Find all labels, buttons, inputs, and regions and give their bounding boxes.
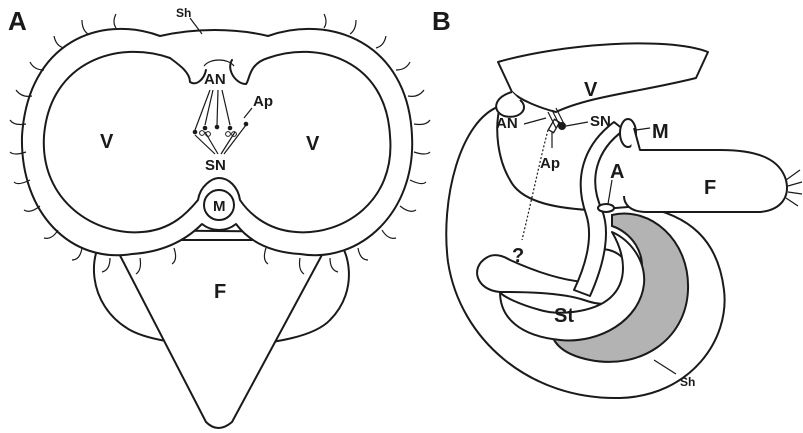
anus-opening-b — [598, 204, 614, 212]
label-v-left-a: V — [100, 131, 114, 153]
label-sh-a: Sh — [176, 6, 191, 20]
label-v-right-a: V — [306, 133, 320, 155]
foot-cilia-b — [786, 170, 802, 206]
label-ap-a: Ap — [253, 93, 273, 110]
label-a-b: A — [610, 161, 624, 183]
velum-b — [498, 43, 708, 112]
label-sn-a: SN — [205, 157, 226, 174]
label-m-a: M — [213, 198, 226, 215]
foot-a — [94, 230, 349, 428]
label-sh-b: Sh — [680, 375, 695, 389]
shell-outline-a — [22, 29, 412, 255]
foot-b — [624, 128, 787, 212]
panel-b: B St F V — [432, 6, 802, 398]
label-ap-b: Ap — [540, 155, 560, 172]
label-an-b: AN — [496, 115, 518, 132]
label-f-b: F — [704, 177, 716, 199]
label-v-b: V — [584, 79, 598, 101]
panel-b-letter: B — [432, 6, 451, 36]
label-sn-b: SN — [590, 113, 611, 130]
label-q-b: ? — [512, 245, 524, 267]
label-st-b: St — [554, 305, 574, 327]
label-m-b: M — [652, 121, 669, 143]
label-an-a: AN — [204, 71, 226, 88]
label-f-a: F — [214, 281, 226, 303]
panel-a-letter: A — [8, 6, 27, 36]
panel-a: A F M — [8, 6, 430, 428]
